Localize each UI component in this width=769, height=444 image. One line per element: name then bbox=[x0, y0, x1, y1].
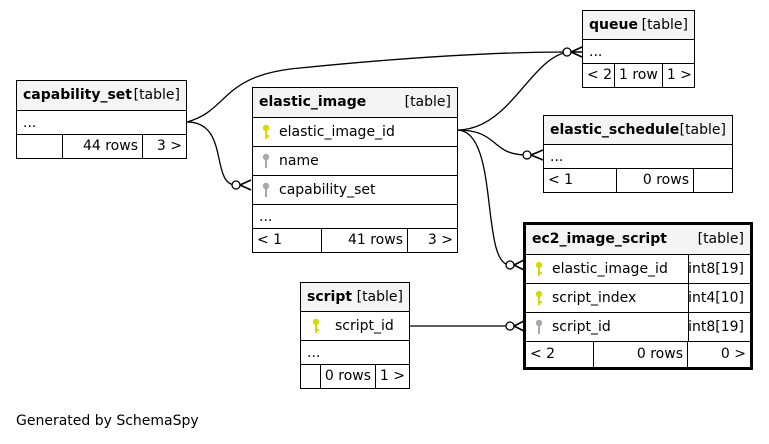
table-queue[interactable]: queue [table] ... < 2 1 row 1 > bbox=[582, 10, 695, 88]
more-columns: ... bbox=[253, 205, 457, 229]
table-header: ec2_image_script [table] bbox=[526, 225, 750, 255]
table-footer: 44 rows 3 > bbox=[17, 135, 186, 158]
table-type: [table] bbox=[404, 94, 451, 110]
optional-circle bbox=[505, 260, 515, 270]
column-key-icon bbox=[259, 176, 273, 204]
optional-circle bbox=[562, 47, 572, 57]
link-elastic-image-elastic-schedule bbox=[456, 129, 528, 156]
generated-by-footer: Generated by SchemaSpy bbox=[16, 413, 199, 429]
table-footer: < 2 1 row 1 > bbox=[583, 64, 694, 87]
children-link[interactable]: 3 > bbox=[427, 232, 453, 248]
primary-key-icon bbox=[532, 255, 546, 283]
more-columns: ... bbox=[544, 145, 732, 169]
crowfoot-icon bbox=[530, 149, 544, 161]
column-name: script_id bbox=[552, 319, 611, 335]
column-name: elastic_image_id bbox=[552, 261, 668, 277]
crowfoot-icon bbox=[239, 179, 252, 191]
table-header: elastic_image [table] bbox=[253, 88, 457, 118]
table-header: queue [table] bbox=[583, 11, 694, 40]
optional-circle bbox=[522, 150, 532, 160]
link-elastic-image-queue bbox=[456, 51, 569, 131]
children-link[interactable]: 3 > bbox=[156, 138, 182, 154]
column-type: int8[19] bbox=[688, 319, 744, 335]
table-type: [table] bbox=[356, 289, 403, 305]
column-row[interactable]: capability_set bbox=[253, 176, 457, 205]
row-count: 0 rows bbox=[321, 365, 376, 388]
column-name: elastic_image_id bbox=[279, 124, 395, 140]
column-key-icon bbox=[259, 147, 273, 175]
table-name: queue bbox=[589, 17, 638, 33]
row-count: 0 rows bbox=[594, 342, 688, 367]
link-capability-set-elastic-image bbox=[186, 121, 237, 186]
children-link[interactable]: 1 > bbox=[666, 67, 692, 83]
table-footer: < 2 0 rows 0 > bbox=[526, 342, 750, 367]
link-elastic-image-ec2-image-script bbox=[456, 129, 511, 266]
more-columns: ... bbox=[301, 341, 409, 365]
table-footer: < 1 0 rows bbox=[544, 169, 732, 192]
crowfoot-icon bbox=[513, 259, 525, 271]
primary-key-icon bbox=[532, 284, 546, 312]
column-row[interactable]: elastic_image_id bbox=[253, 118, 457, 147]
parents-link[interactable] bbox=[17, 135, 63, 158]
row-count: 44 rows bbox=[63, 135, 143, 158]
more-columns: ... bbox=[17, 111, 186, 135]
table-elastic-schedule[interactable]: elastic_schedule [table] ... < 1 0 rows bbox=[543, 115, 733, 193]
table-header: capability_set [table] bbox=[17, 81, 186, 111]
children-link[interactable]: 0 > bbox=[720, 346, 746, 362]
row-count: 0 rows bbox=[617, 169, 694, 192]
row-count: 41 rows bbox=[322, 229, 408, 252]
column-row[interactable]: name bbox=[253, 147, 457, 176]
column-type: int8[19] bbox=[688, 261, 744, 277]
parents-link[interactable]: < 2 bbox=[526, 342, 594, 367]
column-row[interactable]: script_id int8[19] bbox=[526, 313, 750, 342]
table-footer: < 1 41 rows 3 > bbox=[253, 229, 457, 252]
table-name: elastic_image bbox=[259, 94, 367, 110]
table-type: [table] bbox=[679, 122, 726, 138]
column-key-icon bbox=[532, 313, 546, 341]
column-row[interactable]: script_id bbox=[301, 312, 409, 341]
optional-circle bbox=[505, 321, 515, 331]
column-name: script_id bbox=[335, 318, 394, 334]
table-name: script bbox=[307, 289, 353, 305]
table-header: elastic_schedule [table] bbox=[544, 116, 732, 145]
parents-link[interactable]: < 2 bbox=[583, 64, 615, 87]
parents-link[interactable]: < 1 bbox=[544, 169, 617, 192]
column-name: capability_set bbox=[279, 182, 376, 198]
column-name: script_index bbox=[552, 290, 637, 306]
link-capability-set-queue bbox=[186, 51, 569, 123]
table-script[interactable]: script [table] script_id ... 0 rows 1 > bbox=[300, 282, 410, 389]
parents-link[interactable] bbox=[301, 365, 321, 388]
column-type: int4[10] bbox=[688, 290, 744, 306]
table-name: capability_set bbox=[23, 87, 132, 103]
primary-key-icon bbox=[259, 118, 273, 146]
row-count: 1 row bbox=[615, 64, 663, 87]
table-type: [table] bbox=[133, 87, 180, 103]
table-capability-set[interactable]: capability_set [table] ... 44 rows 3 > bbox=[16, 80, 187, 159]
more-columns: ... bbox=[583, 40, 694, 64]
parents-link[interactable]: < 1 bbox=[253, 229, 322, 252]
column-row[interactable]: script_index int4[10] bbox=[526, 284, 750, 313]
table-header: script [table] bbox=[301, 283, 409, 312]
primary-key-icon bbox=[309, 312, 323, 340]
table-footer: 0 rows 1 > bbox=[301, 365, 409, 388]
optional-circle bbox=[231, 180, 241, 190]
children-link[interactable]: 1 > bbox=[379, 368, 405, 384]
column-row[interactable]: elastic_image_id int8[19] bbox=[526, 255, 750, 284]
table-elastic-image[interactable]: elastic_image [table] elastic_image_id n… bbox=[252, 87, 458, 253]
crowfoot-icon bbox=[513, 320, 525, 332]
children-link[interactable] bbox=[694, 169, 732, 192]
table-type: [table] bbox=[641, 17, 688, 33]
table-name: elastic_schedule bbox=[550, 122, 680, 138]
crowfoot-icon bbox=[570, 46, 583, 58]
table-ec2-image-script[interactable]: ec2_image_script [table] elastic_image_i… bbox=[523, 222, 753, 370]
table-type: [table] bbox=[697, 231, 744, 247]
column-name: name bbox=[279, 153, 319, 169]
table-name: ec2_image_script bbox=[532, 231, 667, 247]
